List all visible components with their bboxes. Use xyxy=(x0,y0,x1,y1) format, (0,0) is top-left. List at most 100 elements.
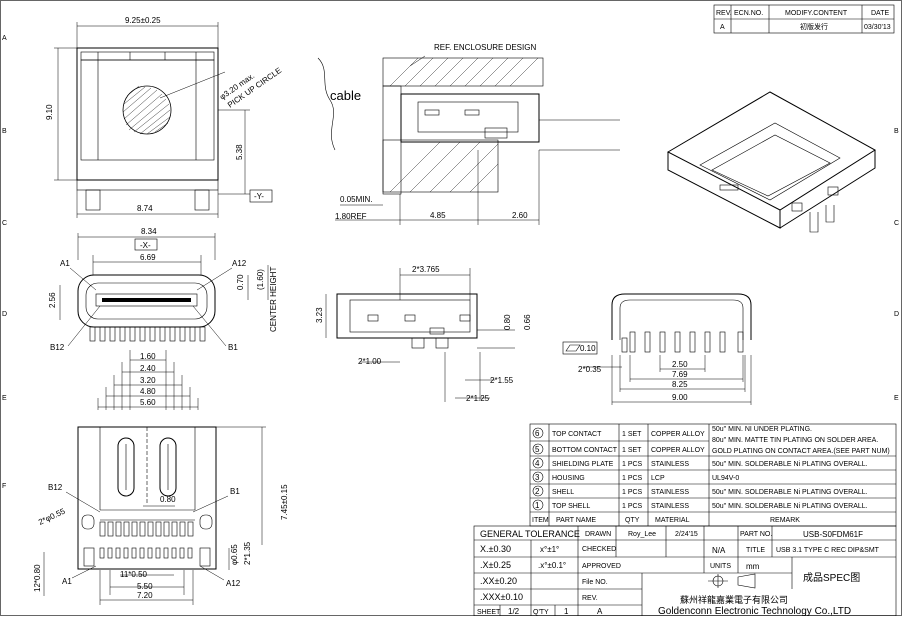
qty-label: Q'TY xyxy=(533,609,549,616)
bom-header-item: ITEM xyxy=(532,517,549,524)
bom-material: COPPER ALLOY xyxy=(651,431,705,438)
side-view: cable REF. ENCLOSURE DESIGN 0.05MIN. 1.8… xyxy=(317,43,620,225)
bom-material: STAINLESS xyxy=(651,503,689,510)
bom-qty: 1 SET xyxy=(622,431,642,438)
bom-material: STAINLESS xyxy=(651,461,689,468)
bom-qty: 1 PCS xyxy=(622,461,643,468)
bom-item-no: 4 xyxy=(535,459,540,468)
projection-cone-icon xyxy=(737,573,756,589)
dim-070-label: 0.70 xyxy=(236,274,245,290)
drawn-label: DRAWN xyxy=(585,531,611,538)
front-dim: 2.40 xyxy=(140,364,156,373)
title-label: TITLE xyxy=(746,547,765,554)
front-width-label: 8.34 xyxy=(141,227,157,236)
datum-y-label: -Y- xyxy=(254,192,264,201)
approved-label: APPROVED xyxy=(582,563,621,570)
gap-label: 0.05MIN. xyxy=(340,195,372,204)
front-dim: 5.60 xyxy=(140,398,156,407)
zone-letter: F xyxy=(2,483,6,490)
footprint-b12: B12 xyxy=(48,483,63,492)
rear-dim: 9.00 xyxy=(672,393,688,402)
section-view: 2*3.765 3.23 0.80 0.66 2*1.00 2*1.55 2*1… xyxy=(315,265,532,403)
bom-part-name: SHIELDING PLATE xyxy=(552,461,614,468)
zone-letter: E xyxy=(2,395,7,402)
section-dim-080: 0.80 xyxy=(503,314,512,330)
pin-a1-label: A1 xyxy=(60,259,70,268)
top-height-label: 9.10 xyxy=(45,104,54,120)
dim-160-label: (1.60) xyxy=(256,269,265,290)
section-top-dim: 2*3.765 xyxy=(412,265,440,274)
bom-part-name: TOP CONTACT xyxy=(552,431,602,438)
section-dim-066: 0.66 xyxy=(523,314,532,330)
opening-width-label: 6.69 xyxy=(140,253,156,262)
rev-label: REV. xyxy=(582,595,598,602)
front-height-label: 2.56 xyxy=(48,292,57,308)
rev-value: A xyxy=(720,24,725,31)
bom-item-no: 3 xyxy=(535,473,540,482)
modify-value: 初版发行 xyxy=(800,22,828,31)
tolerance-x: X.±0.30 xyxy=(480,544,511,554)
bom-header-remark: REMARK xyxy=(770,517,800,524)
part-no: USB-S0FDM61F xyxy=(803,530,863,539)
tolerance-x: .XXX±0.10 xyxy=(480,592,523,602)
sheet-value: 1/2 xyxy=(508,607,520,616)
top-bottom-width-label: 8.74 xyxy=(137,204,153,213)
rev-value-bottom: A xyxy=(597,607,603,616)
bom-header-material: MATERIAL xyxy=(655,517,690,524)
sheet-label: SHEET xyxy=(477,609,501,616)
file-no-label: File NO. xyxy=(582,579,608,586)
center-height-label: CENTER HEIGHT xyxy=(269,267,278,332)
bom-header-qty: QTY xyxy=(625,517,640,524)
rear-dim: 8.25 xyxy=(672,380,688,389)
bom-remark: 50u" MIN. NI UNDER PLATING. xyxy=(712,426,812,433)
checked-label: CHECKED xyxy=(582,546,616,553)
date-header: DATE xyxy=(871,10,889,17)
footprint-b1: B1 xyxy=(230,487,240,496)
pin-b1-label: B1 xyxy=(228,343,238,352)
drawn-date: 2/24'15 xyxy=(675,531,698,538)
spec-note: 成品SPEC图 xyxy=(803,572,860,584)
bom-material: LCP xyxy=(651,475,665,482)
flatness-label: 0.10 xyxy=(580,344,596,353)
center-dim-label: 5.38 xyxy=(235,144,244,160)
footprint-dim-550: 5.50 xyxy=(137,582,153,591)
datum-x-label: -X- xyxy=(140,241,151,250)
rear-view: 0.10 2*0.35 2.50 7.69 8.25 9.00 xyxy=(562,293,752,405)
enclosure-label: REF. ENCLOSURE DESIGN xyxy=(434,43,536,52)
zone-letter: B xyxy=(894,128,899,135)
bom-qty: 1 PCS xyxy=(622,503,643,510)
bom-part-name: TOP SHELL xyxy=(552,503,590,510)
bom-item-no: 2 xyxy=(535,487,540,496)
units-label: UNITS xyxy=(710,563,731,570)
ref-label: 1.80REF xyxy=(335,212,367,221)
bom-header-part: PART NAME xyxy=(556,517,596,524)
general-tolerance-label: GENERAL TOLERANCE xyxy=(480,529,580,539)
zone-letter: A xyxy=(2,35,7,42)
zone-letter: C xyxy=(894,220,899,227)
revision-table: REV. ECN.NO. MODIFY.CONTENT DATE A 初版发行 … xyxy=(713,4,895,34)
bom-remark-extra: GOLD PLATING ON CONTACT AREA.(SEE PART N… xyxy=(712,448,890,455)
bom-item-no: 6 xyxy=(535,429,540,438)
zone-letter: C xyxy=(2,220,7,227)
rear-dim: 7.69 xyxy=(672,370,688,379)
ecn-header: ECN.NO. xyxy=(734,10,763,17)
bom-item-no: 5 xyxy=(535,445,540,454)
rear-dim-035: 2*0.35 xyxy=(578,365,602,374)
top-view: 9.25±0.25 φ3.20 max. PICK UP CIRCLE xyxy=(45,16,283,218)
bom-remark: 50u" MIN. SOLDERABLE Ni PLATING OVERALL. xyxy=(712,503,868,510)
footprint-dim-055: 2*φ0.55 xyxy=(37,506,67,526)
date-value: 03/30'13 xyxy=(864,24,891,31)
isometric-view xyxy=(666,91,876,233)
modify-header: MODIFY.CONTENT xyxy=(785,10,848,17)
pin-a12-label: A12 xyxy=(232,259,247,268)
qty-value: 1 xyxy=(564,607,569,616)
bom-part-name: SHELL xyxy=(552,489,574,496)
bom-part-name: BOTTOM CONTACT xyxy=(552,447,618,454)
footprint-a12: A12 xyxy=(226,579,241,588)
drawn-by: Roy_Lee xyxy=(628,531,656,538)
zone-letter: D xyxy=(2,311,7,318)
footprint-dim-745: 7.45±0.15 xyxy=(280,484,289,520)
